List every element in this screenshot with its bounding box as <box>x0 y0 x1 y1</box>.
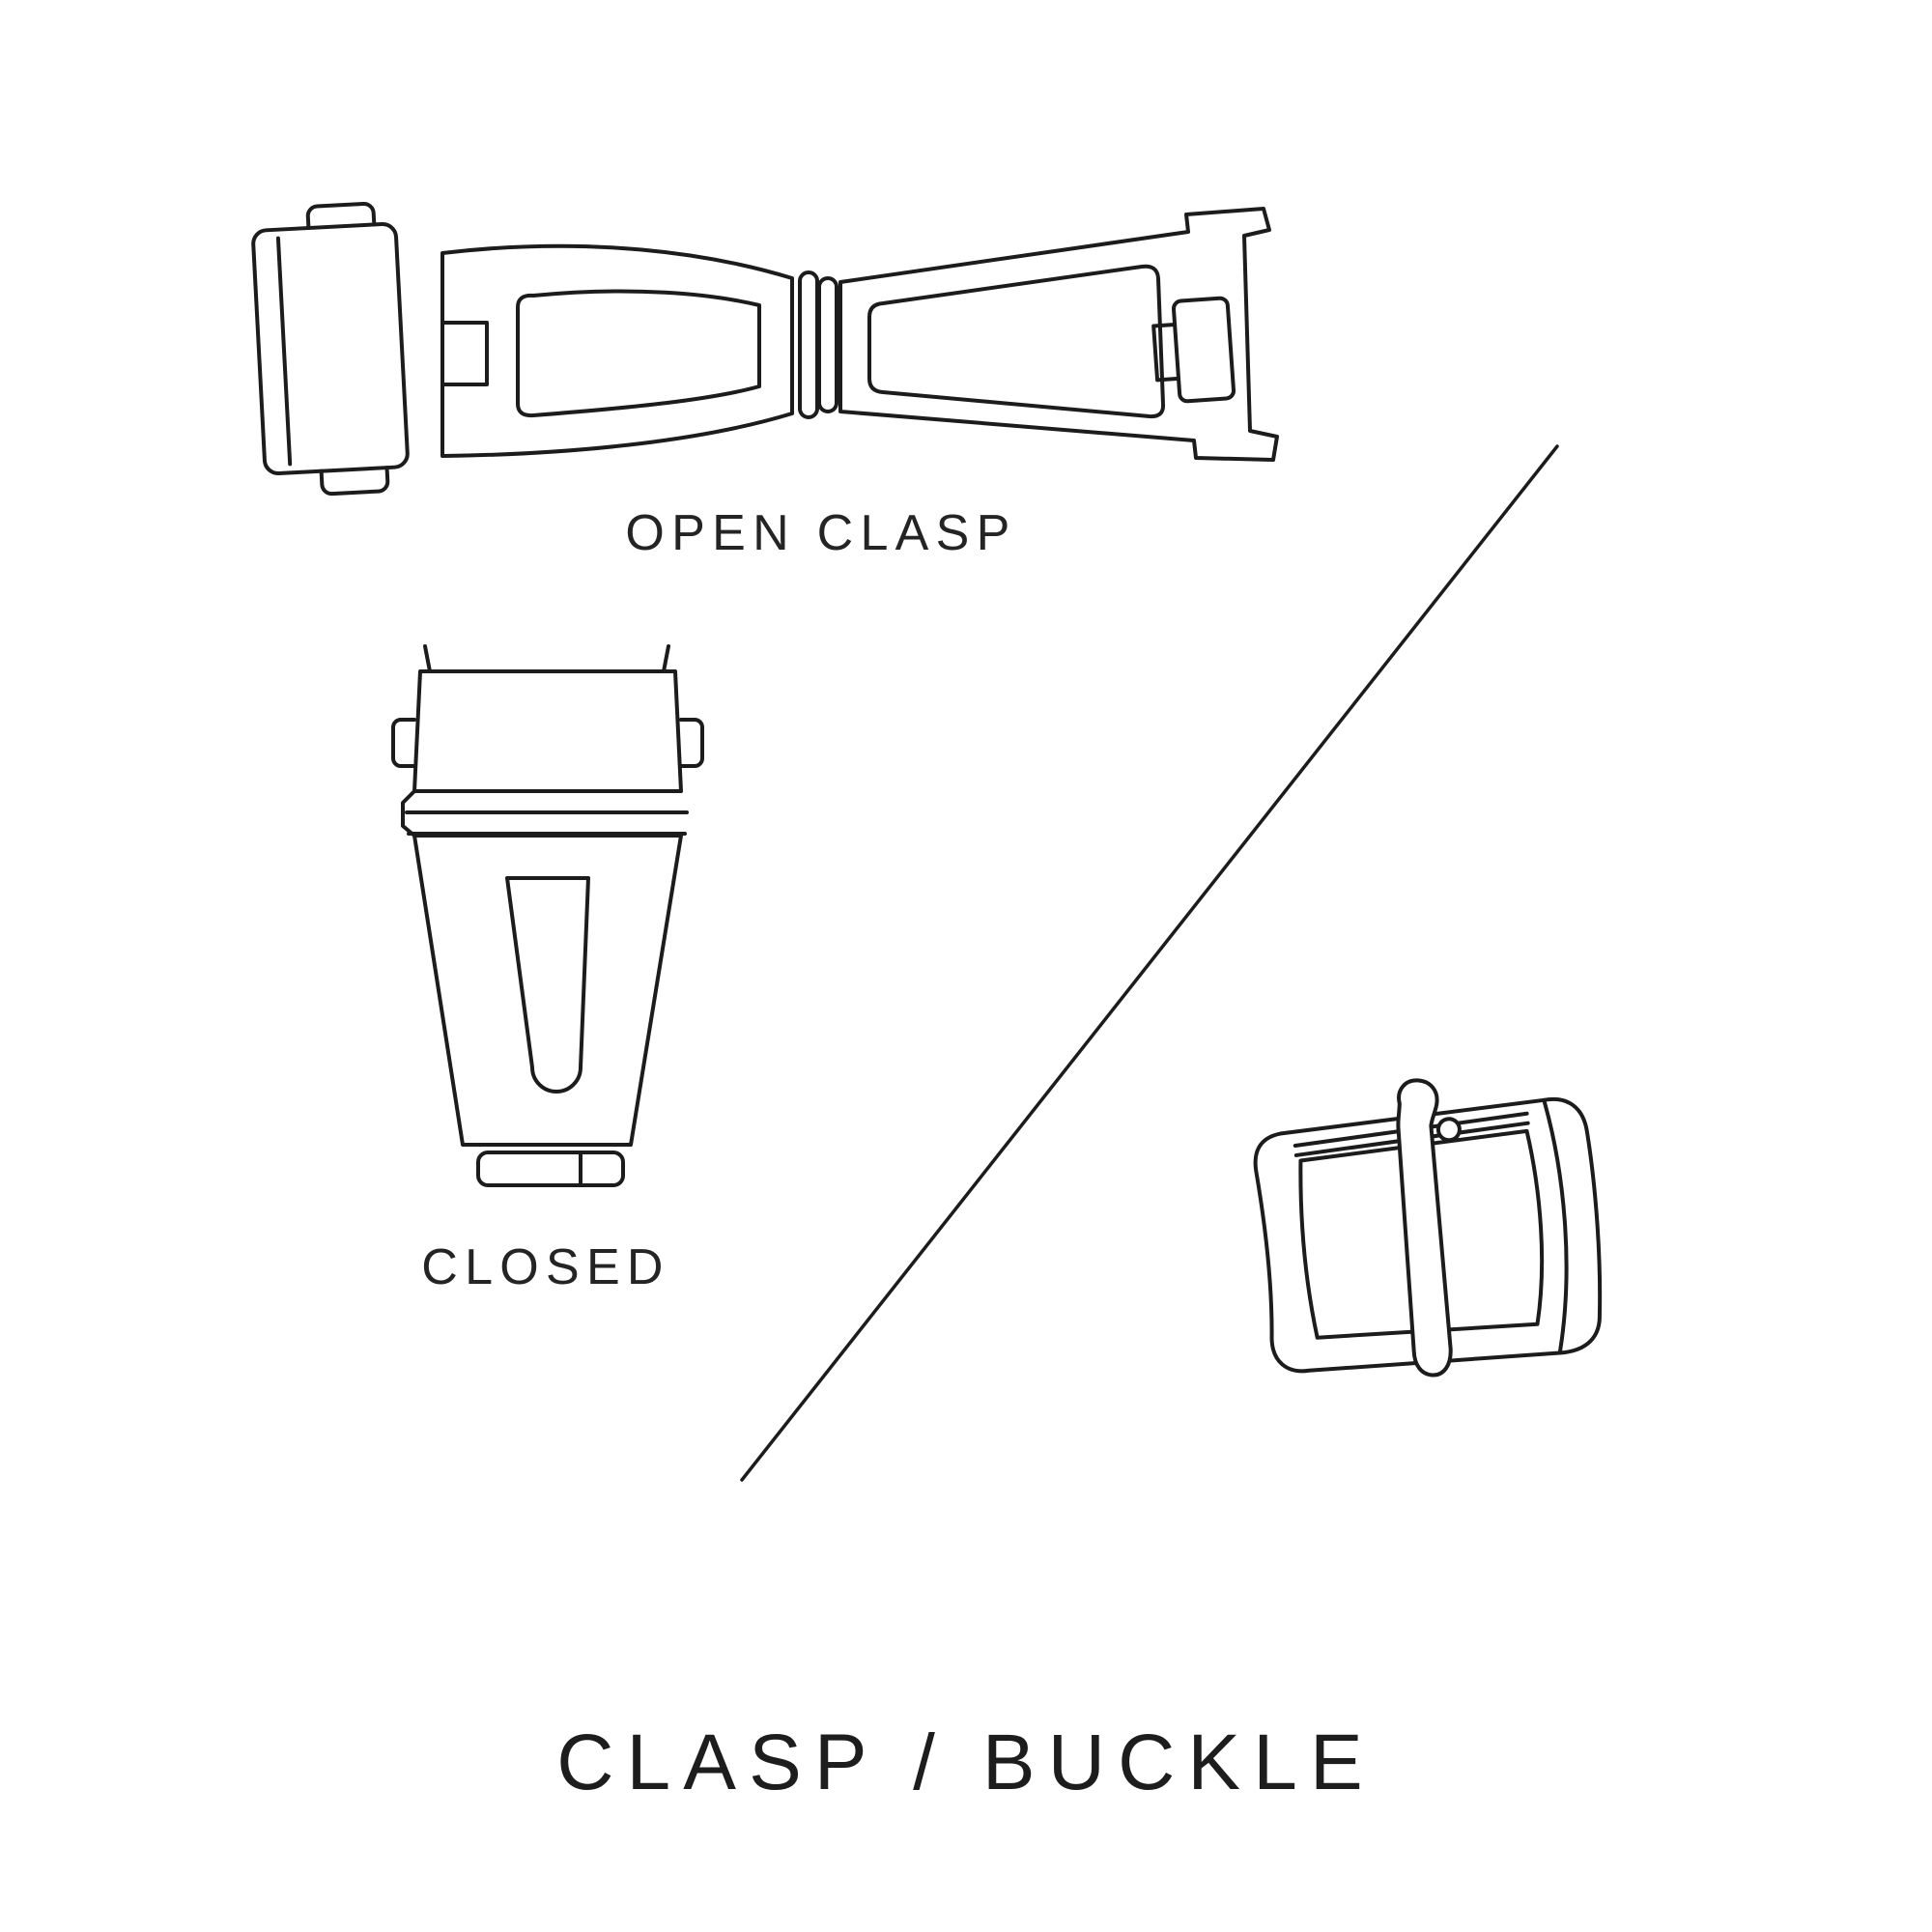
page-title: CLASP / BUCKLE <box>556 1719 1376 1806</box>
closed-clasp-illustration <box>391 644 704 1187</box>
closed-clasp-prong-left <box>423 644 432 673</box>
tang-buckle-illustration <box>1253 1078 1603 1378</box>
open-clasp-illustration <box>251 202 1279 497</box>
open-clasp-caption: OPEN CLASP <box>625 505 1017 561</box>
closed-clasp-top-block <box>391 669 704 793</box>
closed-clasp-band <box>401 789 689 838</box>
open-clasp-drawing <box>251 202 1279 497</box>
buckle-tongue <box>1396 1078 1453 1378</box>
buckle-opening <box>1298 1128 1545 1340</box>
closed-clasp-body <box>412 834 683 1147</box>
tang-buckle-drawing <box>1253 1078 1603 1378</box>
closed-clasp-prong-right <box>662 644 670 673</box>
open-clasp-left-end-link <box>251 202 410 497</box>
closed-clasp-caption: CLOSED <box>421 1239 670 1295</box>
closed-clasp-bottom-cap <box>476 1151 625 1187</box>
closed-clasp-drawing <box>391 644 704 1187</box>
open-clasp-left-arm <box>440 243 794 458</box>
open-clasp-hinge <box>798 270 838 419</box>
open-clasp-right-arm <box>838 207 1279 462</box>
buckle-frame-thickness <box>1542 1097 1569 1355</box>
